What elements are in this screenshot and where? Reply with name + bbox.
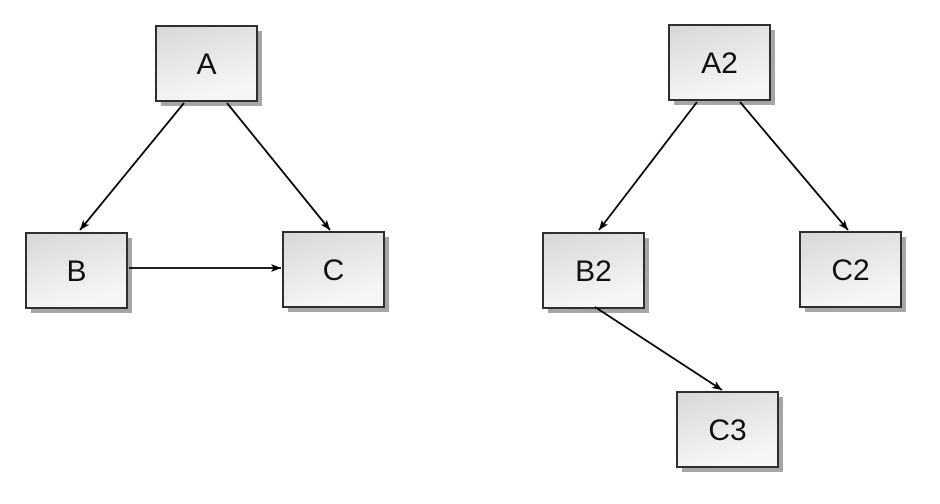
edge-A2-to-C2[interactable]	[739, 101, 849, 231]
node-C2[interactable]: C2	[799, 231, 906, 312]
node-A2-box[interactable]	[668, 24, 771, 101]
node-C2-label: C2	[831, 254, 869, 287]
edge-B2-to-C3[interactable]	[594, 306, 723, 391]
node-B2[interactable]: B2	[542, 232, 649, 313]
node-A2-label: A2	[701, 47, 738, 80]
edge-A2-to-B2[interactable]	[598, 101, 698, 231]
node-B2-box[interactable]	[542, 232, 645, 309]
node-C3[interactable]: C3	[676, 391, 783, 472]
node-A2[interactable]: A2	[668, 24, 775, 105]
node-C-box[interactable]	[282, 231, 385, 308]
node-B2-label: B2	[575, 255, 612, 288]
node-C3-label: C3	[708, 414, 746, 447]
node-B-box[interactable]	[25, 232, 128, 309]
node-C-label: C	[323, 254, 345, 287]
node-B-label: B	[66, 255, 86, 288]
node-B[interactable]: B	[25, 232, 132, 313]
node-A-label: A	[196, 48, 216, 81]
graph-left: A B C	[25, 25, 389, 313]
node-A-box[interactable]	[155, 25, 258, 102]
node-C3-box[interactable]	[676, 391, 779, 468]
edge-A-to-B[interactable]	[79, 102, 185, 231]
node-A[interactable]: A	[155, 25, 262, 106]
node-C2-box[interactable]	[799, 231, 902, 308]
edge-A-to-C[interactable]	[226, 102, 331, 231]
node-C[interactable]: C	[282, 231, 389, 312]
graph-right: A2 B2 C2 C3	[542, 24, 906, 472]
